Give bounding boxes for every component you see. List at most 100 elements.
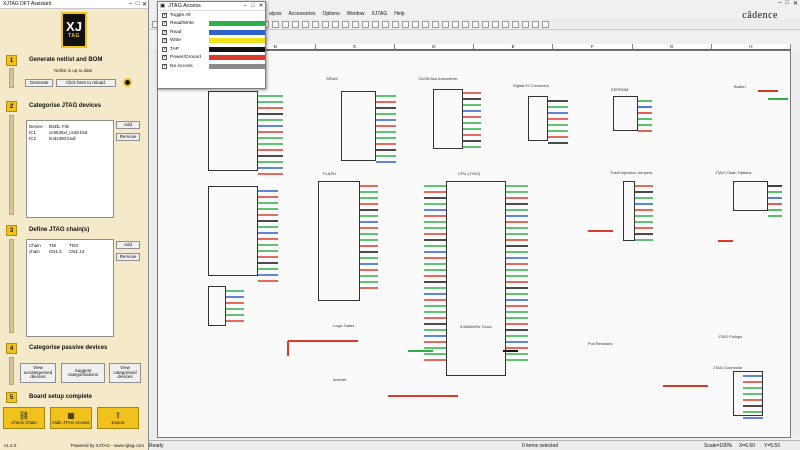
jtag-chain-list[interactable]: Chain TDI TDO chain CN1.5 CN1.13 — [26, 239, 114, 337]
suggest-categorisations-button[interactable]: Suggest categorisations — [61, 363, 105, 383]
checkbox[interactable]: ✓ — [162, 28, 168, 35]
cell-device: IC2 — [29, 135, 37, 141]
checkbox[interactable]: ✓ — [162, 11, 168, 18]
jtag-connector-part[interactable] — [733, 371, 763, 416]
jtag-access-row[interactable]: ✓Power/Ground — [158, 54, 265, 63]
checkbox[interactable]: ✓ — [162, 45, 168, 52]
jtag-access-row[interactable]: ✓TAP — [158, 45, 265, 54]
view-categorised-button[interactable]: View categorised devices — [109, 363, 141, 383]
check-chain-button[interactable]: ⛓ Check Chain — [3, 407, 45, 429]
menu-options[interactable]: Options — [322, 10, 340, 17]
hide-jtag-access-button[interactable]: ▦ Hide JTAG Access — [50, 407, 92, 429]
checkbox[interactable]: ✓ — [162, 54, 168, 61]
menu-accessories[interactable]: Accessories — [288, 10, 316, 17]
toolbar-tool-icon[interactable] — [392, 20, 399, 28]
jtag-device-list[interactable]: Device BSDL File IC1 xc9536xl_cs48.bsd I… — [26, 120, 114, 218]
jtag-access-label: Read/Write — [170, 21, 194, 27]
schematic-canvas[interactable]: SRAM 74245 Bus transceiver Digital IO Co… — [157, 50, 791, 438]
col-bsdl: BSDL File — [49, 123, 70, 129]
toolbar-tool-icon[interactable] — [492, 20, 499, 28]
minimize-icon[interactable]: – — [243, 3, 247, 9]
toolbar-tool-icon[interactable] — [432, 20, 439, 28]
toolbar-tool-icon[interactable] — [452, 20, 459, 28]
flash-part[interactable] — [318, 181, 360, 301]
menu-analysis[interactable]: alysis — [269, 10, 282, 17]
cell-tdi: CN1.5 — [49, 248, 62, 254]
cell-bsdl: xc9536xl_cs48.bsd — [49, 129, 88, 135]
remove-chain-button[interactable]: Remove — [116, 253, 140, 261]
checkbox[interactable]: ✓ — [162, 62, 168, 69]
jtag-access-row[interactable]: ✓Read — [158, 28, 265, 37]
reload-link[interactable]: Click here to reload. — [56, 79, 116, 87]
add-chain-button[interactable]: Add — [116, 241, 140, 249]
toolbar-tool-icon[interactable] — [282, 20, 289, 28]
toolbar-tool-icon[interactable] — [322, 20, 329, 28]
menu-xjtag[interactable]: XJTAG — [371, 10, 388, 17]
export-button[interactable]: ⇪ Export — [97, 407, 139, 429]
flash-block[interactable] — [208, 186, 258, 276]
digital-io-part[interactable] — [528, 96, 548, 141]
list-item[interactable]: chain CN1.5 CN1.13 — [29, 248, 111, 254]
list-item[interactable]: IC2 lm3s300.bsdl — [29, 135, 111, 141]
checkbox[interactable]: ✓ — [162, 20, 168, 27]
label-cpu: CPU (JTAG) — [458, 171, 481, 176]
add-device-button[interactable]: Add — [116, 121, 140, 129]
small-ic-part[interactable] — [208, 286, 226, 326]
toolbar-tool-icon[interactable] — [272, 20, 279, 28]
maximize-icon[interactable]: □ — [785, 0, 789, 6]
toolbar-tool-icon[interactable] — [342, 20, 349, 28]
jtag-access-row[interactable]: ✓Write — [158, 37, 265, 46]
checkbox[interactable]: ✓ — [162, 37, 168, 44]
jtag-chain-options-part[interactable] — [733, 181, 768, 211]
toolbar-tool-icon[interactable] — [532, 20, 539, 28]
status-scale: Scale=100% — [704, 443, 733, 449]
sram-part[interactable] — [341, 91, 376, 161]
toolbar-tool-icon[interactable] — [382, 20, 389, 28]
step-number: 3 — [6, 225, 17, 236]
toolbar-tool-icon[interactable] — [352, 20, 359, 28]
toolbar-tool-icon[interactable] — [462, 20, 469, 28]
maximize-icon[interactable]: □ — [135, 1, 140, 7]
toolbar-tool-icon[interactable] — [482, 20, 489, 28]
sram-block[interactable] — [208, 91, 258, 171]
menu-window[interactable]: Window — [346, 10, 365, 17]
toolbar-tool-icon[interactable] — [512, 20, 519, 28]
minimize-icon[interactable]: – — [128, 1, 133, 7]
toolbar-tool-icon[interactable] — [372, 20, 379, 28]
remove-device-button[interactable]: Remove — [116, 133, 140, 141]
toolbar-tool-icon[interactable] — [302, 20, 309, 28]
toolbar-tool-icon[interactable] — [402, 20, 409, 28]
panel-title: XJTAG DFT Assistant — [3, 1, 52, 7]
bus-transceiver-part[interactable] — [433, 89, 463, 149]
close-icon[interactable]: ✕ — [258, 3, 264, 9]
right-tool-palette[interactable] — [792, 50, 800, 438]
toolbar-tool-icon[interactable] — [422, 20, 429, 28]
toolbar-tool-icon[interactable] — [542, 20, 549, 28]
minimize-icon[interactable]: – — [778, 0, 782, 6]
jtag-access-row[interactable]: ✓No Access — [158, 62, 265, 71]
generate-button[interactable]: Generate — [25, 79, 53, 87]
toolbar-tool-icon[interactable] — [412, 20, 419, 28]
logo-small: TAG — [68, 33, 80, 39]
eeprom-part[interactable] — [613, 96, 638, 131]
maximize-icon[interactable]: □ — [251, 3, 255, 9]
list-item[interactable]: IC1 xc9536xl_cs48.bsd — [29, 129, 111, 135]
toolbar-tool-icon[interactable] — [362, 20, 369, 28]
toolbar-tool-icon[interactable] — [442, 20, 449, 28]
toolbar-tool-icon[interactable] — [292, 20, 299, 28]
close-icon[interactable]: ✕ — [792, 1, 798, 7]
powered-by-link[interactable]: Powered by XJTAG - www.xjtag.com — [70, 443, 144, 448]
cpu-part[interactable] — [446, 181, 506, 376]
jtag-access-row[interactable]: ✓Read/Write — [158, 20, 265, 29]
col-tdo: TDO — [69, 242, 79, 248]
jtag-access-row[interactable]: ✓Toggle All — [158, 11, 265, 20]
toolbar-tool-icon[interactable] — [332, 20, 339, 28]
toolbar-tool-icon[interactable] — [312, 20, 319, 28]
toolbar-tool-icon[interactable] — [502, 20, 509, 28]
toolbar-tool-icon[interactable] — [472, 20, 479, 28]
menu-help[interactable]: Help — [394, 10, 405, 17]
close-icon[interactable]: ✕ — [141, 1, 148, 8]
fault-jumpers-part[interactable] — [623, 181, 635, 241]
view-uncategorised-button[interactable]: View uncategorised devices — [20, 363, 56, 383]
toolbar-tool-icon[interactable] — [522, 20, 529, 28]
